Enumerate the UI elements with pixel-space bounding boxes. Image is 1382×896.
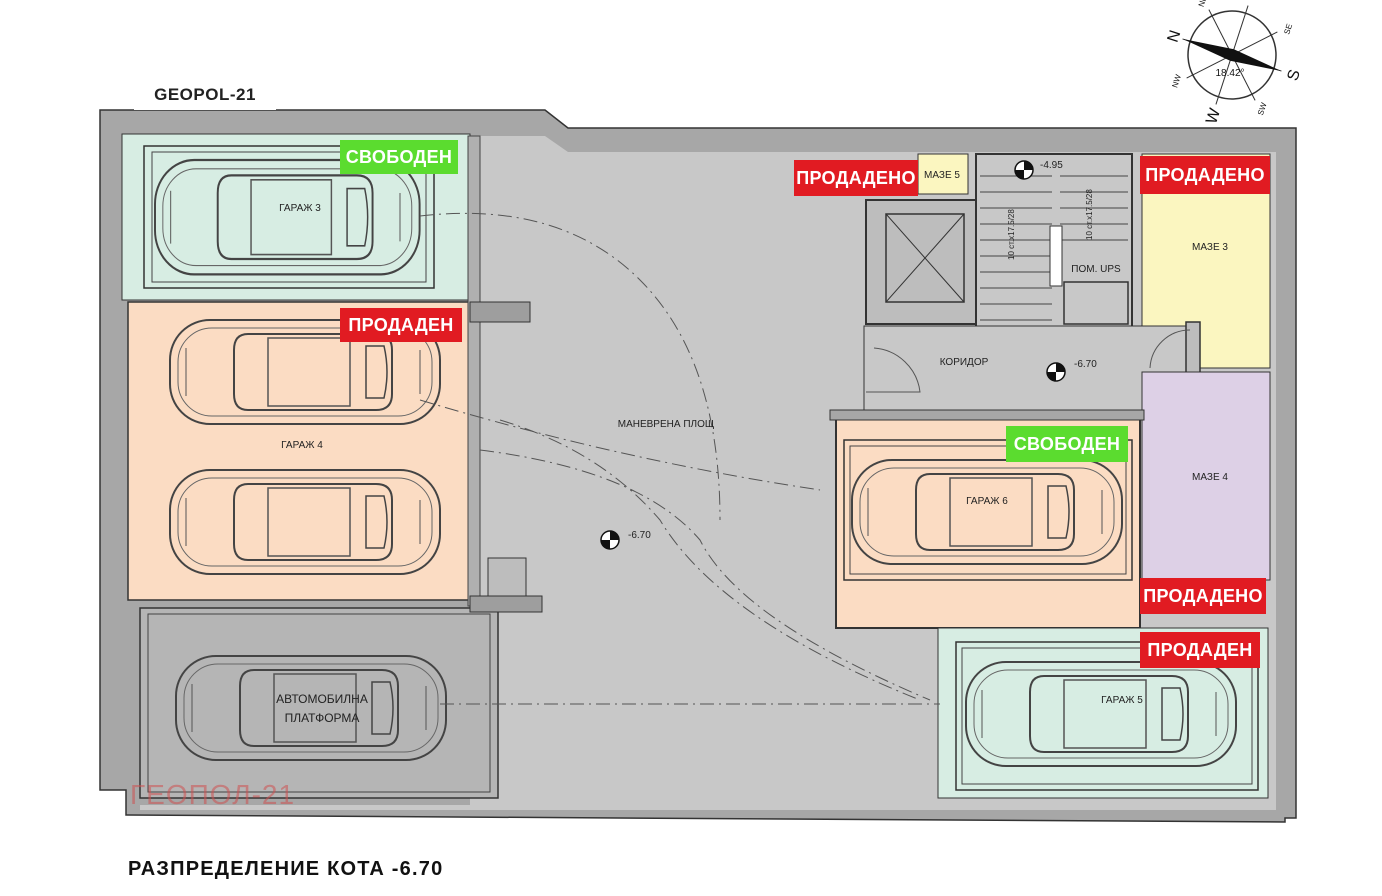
level-marker-stairs (1014, 160, 1034, 180)
status-garage-3: СВОБОДЕН (340, 140, 458, 174)
plan-caption: РАЗПРЕДЕЛЕНИЕ КОТА -6.70 (128, 858, 444, 880)
label-garage-6: ГАРАЖ 6 (966, 496, 1008, 507)
compass-sw: SW (1256, 101, 1269, 116)
level-text-main: -6.70 (628, 530, 651, 541)
compass-w: W (1203, 106, 1224, 126)
status-storage-3: ПРОДАДЕНО (1140, 156, 1270, 194)
stairs-text-1: 10 ст.х17.5/28 (1007, 209, 1016, 260)
label-maneuver: МАНЕВРЕНА ПЛОЩ (618, 419, 714, 430)
label-ups: ПОМ. UPS (1071, 264, 1121, 275)
compass-se: SE (1282, 23, 1294, 36)
status-garage-5: ПРОДАДЕН (1140, 632, 1260, 668)
compass-ne: NE (1197, 0, 1209, 8)
storage-5-area (917, 153, 969, 195)
storage-4-area (1141, 371, 1271, 581)
compass-s: S (1285, 68, 1304, 83)
watermark: ГЕОПОЛ-21 (130, 779, 296, 810)
label-platform-1: АВТОМОБИЛНА (276, 692, 368, 706)
level-marker-corridor (1046, 362, 1066, 382)
maneuver-lines (419, 212, 940, 705)
label-garage-4: ГАРАЖ 4 (281, 440, 323, 451)
status-garage-4: ПРОДАДЕН (340, 308, 462, 342)
compass-n: N (1165, 28, 1185, 44)
label-storage-3: МАЗЕ 3 (1192, 242, 1228, 253)
label-garage-5: ГАРАЖ 5 (1101, 695, 1143, 706)
label-storage-5: МАЗЕ 5 (924, 170, 960, 181)
label-corridor: КОРИДОР (940, 357, 989, 368)
brand-label: GEOPOL-21 (134, 80, 276, 110)
stairs-text-2: 10 ст.х17.5/28 (1085, 189, 1094, 240)
label-storage-4: МАЗЕ 4 (1192, 472, 1228, 483)
level-text-corridor: -6.70 (1074, 359, 1097, 370)
status-storage-4: ПРОДАДЕНО (1140, 578, 1266, 614)
label-platform-2: ПЛАТФОРМА (285, 711, 360, 725)
compass-e: E (1243, 0, 1262, 2)
status-storage-5: ПРОДАДЕНО (794, 160, 918, 196)
level-text-stairs: -4.95 (1040, 160, 1063, 171)
compass-angle: 18.42° (1215, 68, 1244, 79)
label-garage-3: ГАРАЖ 3 (279, 203, 321, 214)
corridor (863, 325, 1189, 413)
compass-rose: N S E W NW NE SE SW (1165, 0, 1304, 126)
level-marker-main (600, 530, 620, 550)
status-garage-6: СВОБОДЕН (1006, 426, 1128, 462)
compass-nw: NW (1170, 73, 1183, 89)
